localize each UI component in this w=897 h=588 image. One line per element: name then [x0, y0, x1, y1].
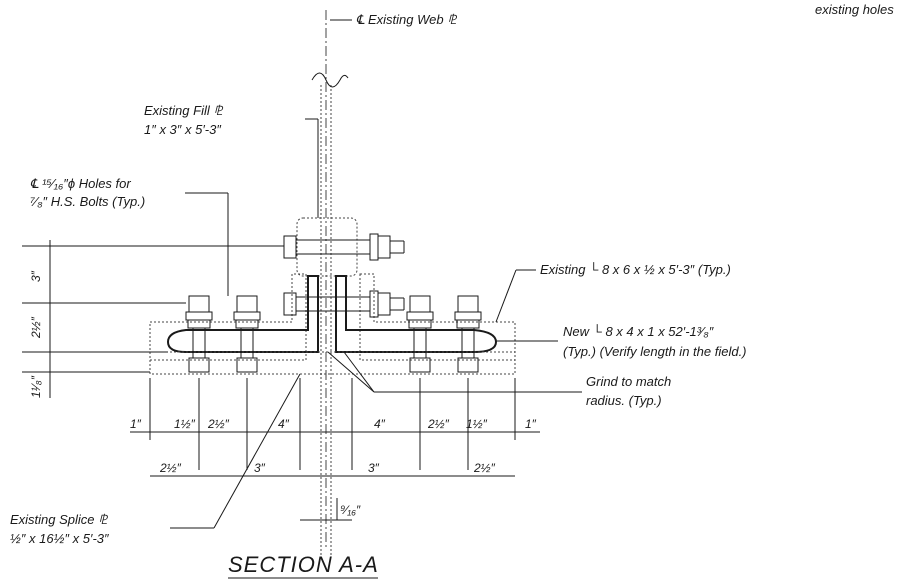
dim-r1-4: 4″	[374, 417, 386, 431]
grind-callout: Grind to match radius. (Typ.)	[327, 351, 671, 408]
grind-label-1: Grind to match	[586, 374, 671, 389]
vertical-dimensions: 3″ 2½″ 1¹⁄₈″	[22, 240, 284, 398]
dim-r1-6: 1½″	[466, 417, 488, 431]
fill-plate-callout: Existing Fill ⅊ 1″ x 3″ x 5′-3″	[144, 103, 319, 218]
dim-r2-2: 3″	[368, 461, 380, 475]
dim-web-gap: ⁹⁄₁₆″	[340, 503, 361, 517]
dim-v-2-5in: 2½″	[29, 316, 43, 339]
existing-angle-label: Existing └ 8 x 6 x ½ x 5′-3″ (Typ.)	[540, 262, 731, 277]
dim-r1-0: 1″	[130, 417, 142, 431]
dim-r2-3: 2½″	[473, 461, 496, 475]
splice-callout: Existing Splice ⅊ ½″ x 16½″ x 5′-3″	[10, 373, 301, 546]
new-angles	[166, 275, 498, 353]
splice-label-2: ½″ x 16½″ x 5′-3″	[10, 531, 109, 546]
dim-v-3in: 3″	[29, 270, 43, 282]
grind-label-2: radius. (Typ.)	[586, 393, 662, 408]
web-center-label: ℄ Existing Web ⅊	[356, 12, 458, 27]
fill-plate	[296, 217, 358, 277]
corner-note: existing holes as	[815, 2, 897, 17]
dim-r2-0: 2½″	[159, 461, 182, 475]
dimension-row-1: 1″ 1½″ 2½″ 4″ 4″ 2½″ 1½″ 1″	[130, 417, 540, 433]
vertical-bolt-1	[185, 295, 213, 373]
dim-r1-3: 4″	[278, 417, 290, 431]
existing-angle-callout: Existing └ 8 x 6 x ½ x 5′-3″ (Typ.)	[495, 262, 731, 323]
dim-r1-5: 2½″	[427, 417, 450, 431]
section-title-group: SECTION A-A	[228, 552, 379, 579]
new-angle-callout: New └ 8 x 4 x 1 x 52′-1³⁄₈″ (Typ.) (Veri…	[496, 324, 747, 359]
bolt-centerlines	[149, 378, 516, 470]
new-angle-label-1: New └ 8 x 4 x 1 x 52′-1³⁄₈″	[563, 324, 714, 339]
splice-plate	[149, 351, 516, 375]
web-gap-dimension: ⁹⁄₁₆″	[300, 498, 361, 521]
holes-callout: ℄ ¹⁵⁄₁₆″ϕ Holes for ⁷⁄₈″ H.S. Bolts (Typ…	[30, 176, 229, 296]
fill-plate-label-2: 1″ x 3″ x 5′-3″	[144, 122, 221, 137]
web-plate	[311, 10, 349, 555]
vertical-bolt-2	[233, 295, 261, 373]
splice-label-1: Existing Splice ⅊	[10, 512, 109, 527]
dim-r1-7: 1″	[525, 417, 537, 431]
vertical-bolt-4	[454, 295, 482, 373]
horizontal-bolt-upper	[283, 233, 405, 261]
fill-plate-label-1: Existing Fill ⅊	[144, 103, 224, 118]
new-angle-label-2: (Typ.) (Verify length in the field.)	[563, 344, 747, 359]
holes-label-1: ℄ ¹⁵⁄₁₆″ϕ Holes for	[30, 176, 131, 191]
dim-r2-1: 3″	[254, 461, 266, 475]
dim-r1-2: 2½″	[207, 417, 230, 431]
vertical-bolt-3	[406, 295, 434, 373]
dimension-row-2: 2½″ 3″ 3″ 2½″	[150, 461, 515, 477]
section-title: SECTION A-A	[228, 552, 379, 577]
horizontal-bolt-lower	[283, 290, 405, 318]
holes-label-2: ⁷⁄₈″ H.S. Bolts (Typ.)	[30, 194, 145, 209]
dim-v-1-125in: 1¹⁄₈″	[29, 375, 43, 398]
dim-r1-1: 1½″	[174, 417, 196, 431]
web-center-callout: ℄ Existing Web ⅊	[330, 12, 458, 27]
